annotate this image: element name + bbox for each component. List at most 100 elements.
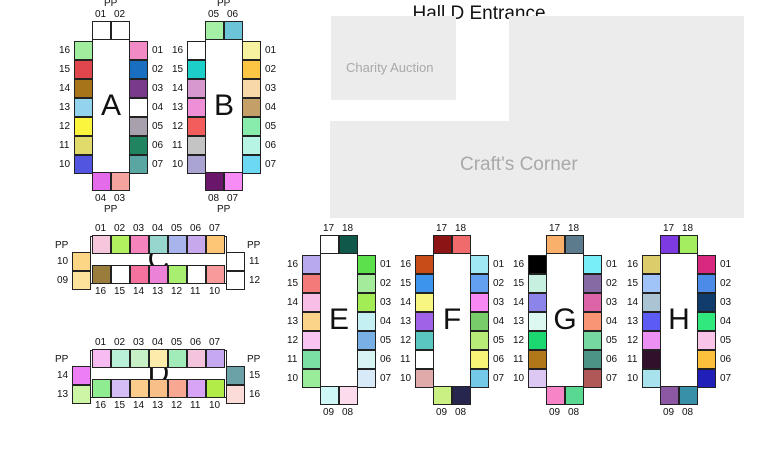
booth-f-left-16[interactable]	[415, 255, 434, 274]
booth-f-right-06[interactable]	[470, 350, 489, 369]
booth-c-top-07[interactable]	[206, 235, 225, 254]
booth-e-right-03[interactable]	[357, 293, 376, 312]
booth-g-left-14[interactable]	[528, 293, 547, 312]
booth-c-top-03[interactable]	[130, 235, 149, 254]
booth-c-bottom-14[interactable]	[130, 265, 149, 284]
booth-d-left-13[interactable]	[72, 385, 91, 404]
booth-a-right-01[interactable]	[129, 41, 148, 60]
booth-c-top-06[interactable]	[187, 235, 206, 254]
booth-e-bottom-08[interactable]	[339, 386, 358, 405]
booth-d-top-05[interactable]	[168, 349, 187, 368]
booth-b-left-13[interactable]	[187, 98, 206, 117]
booth-d-left-14[interactable]	[72, 366, 91, 385]
booth-h-right-06[interactable]	[697, 350, 716, 369]
booth-g-bottom-09[interactable]	[546, 386, 565, 405]
booth-b-right-01[interactable]	[242, 41, 261, 60]
booth-c-bottom-11[interactable]	[187, 265, 206, 284]
booth-f-bottom-09[interactable]	[433, 386, 452, 405]
booth-g-left-11[interactable]	[528, 350, 547, 369]
booth-e-left-14[interactable]	[302, 293, 321, 312]
booth-a-right-02[interactable]	[129, 60, 148, 79]
booth-d-right-16[interactable]	[226, 385, 245, 404]
booth-b-right-06[interactable]	[242, 136, 261, 155]
booth-g-top-17[interactable]	[546, 235, 565, 254]
booth-h-left-10[interactable]	[642, 369, 661, 388]
booth-c-top-02[interactable]	[111, 235, 130, 254]
booth-h-left-14[interactable]	[642, 293, 661, 312]
booth-e-left-15[interactable]	[302, 274, 321, 293]
booth-f-left-14[interactable]	[415, 293, 434, 312]
booth-a-left-11[interactable]	[74, 136, 93, 155]
booth-g-right-02[interactable]	[583, 274, 602, 293]
booth-g-left-13[interactable]	[528, 312, 547, 331]
booth-e-left-10[interactable]	[302, 369, 321, 388]
booth-d-bottom-11[interactable]	[187, 379, 206, 398]
booth-g-right-05[interactable]	[583, 331, 602, 350]
booth-c-top-05[interactable]	[168, 235, 187, 254]
booth-f-right-01[interactable]	[470, 255, 489, 274]
booth-b-top-05[interactable]	[205, 21, 224, 40]
booth-g-right-07[interactable]	[583, 369, 602, 388]
booth-b-right-04[interactable]	[242, 98, 261, 117]
booth-e-top-17[interactable]	[320, 235, 339, 254]
booth-h-left-16[interactable]	[642, 255, 661, 274]
booth-c-bottom-15[interactable]	[111, 265, 130, 284]
booth-e-top-18[interactable]	[339, 235, 358, 254]
booth-a-right-06[interactable]	[129, 136, 148, 155]
booth-b-left-14[interactable]	[187, 79, 206, 98]
booth-a-right-04[interactable]	[129, 98, 148, 117]
booth-e-left-11[interactable]	[302, 350, 321, 369]
booth-d-right-15[interactable]	[226, 366, 245, 385]
booth-h-right-01[interactable]	[697, 255, 716, 274]
booth-c-top-04[interactable]	[149, 235, 168, 254]
booth-a-right-03[interactable]	[129, 79, 148, 98]
booth-e-bottom-09[interactable]	[320, 386, 339, 405]
booth-d-bottom-10[interactable]	[206, 379, 225, 398]
booth-f-left-10[interactable]	[415, 369, 434, 388]
booth-b-bottom-07[interactable]	[224, 172, 243, 191]
booth-e-right-04[interactable]	[357, 312, 376, 331]
booth-b-left-10[interactable]	[187, 155, 206, 174]
booth-f-right-07[interactable]	[470, 369, 489, 388]
booth-h-bottom-08[interactable]	[679, 386, 698, 405]
booth-c-left-10[interactable]	[72, 252, 91, 271]
booth-h-right-03[interactable]	[697, 293, 716, 312]
booth-g-left-15[interactable]	[528, 274, 547, 293]
booth-a-bottom-04[interactable]	[92, 172, 111, 191]
booth-b-left-16[interactable]	[187, 41, 206, 60]
booth-d-bottom-16[interactable]	[92, 379, 111, 398]
booth-e-right-07[interactable]	[357, 369, 376, 388]
booth-b-top-06[interactable]	[224, 21, 243, 40]
booth-c-bottom-12[interactable]	[168, 265, 187, 284]
booth-c-bottom-16[interactable]	[92, 265, 111, 284]
booth-f-right-03[interactable]	[470, 293, 489, 312]
booth-b-bottom-08[interactable]	[205, 172, 224, 191]
crafts-corner-area[interactable]	[330, 121, 744, 218]
booth-b-right-03[interactable]	[242, 79, 261, 98]
booth-f-left-13[interactable]	[415, 312, 434, 331]
booth-f-left-11[interactable]	[415, 350, 434, 369]
booth-a-top-02[interactable]	[111, 21, 130, 40]
booth-g-right-01[interactable]	[583, 255, 602, 274]
booth-f-left-12[interactable]	[415, 331, 434, 350]
booth-g-left-16[interactable]	[528, 255, 547, 274]
booth-c-top-01[interactable]	[92, 235, 111, 254]
booth-a-right-05[interactable]	[129, 117, 148, 136]
booth-g-bottom-08[interactable]	[565, 386, 584, 405]
booth-g-right-03[interactable]	[583, 293, 602, 312]
booth-g-right-06[interactable]	[583, 350, 602, 369]
booth-h-top-17[interactable]	[660, 235, 679, 254]
booth-a-bottom-03[interactable]	[111, 172, 130, 191]
booth-h-right-02[interactable]	[697, 274, 716, 293]
booth-h-left-12[interactable]	[642, 331, 661, 350]
booth-f-bottom-08[interactable]	[452, 386, 471, 405]
booth-b-right-05[interactable]	[242, 117, 261, 136]
booth-h-right-04[interactable]	[697, 312, 716, 331]
booth-f-top-18[interactable]	[452, 235, 471, 254]
booth-d-top-06[interactable]	[187, 349, 206, 368]
booth-a-top-01[interactable]	[92, 21, 111, 40]
booth-d-bottom-14[interactable]	[130, 379, 149, 398]
booth-h-right-07[interactable]	[697, 369, 716, 388]
booth-a-left-10[interactable]	[74, 155, 93, 174]
booth-h-right-05[interactable]	[697, 331, 716, 350]
